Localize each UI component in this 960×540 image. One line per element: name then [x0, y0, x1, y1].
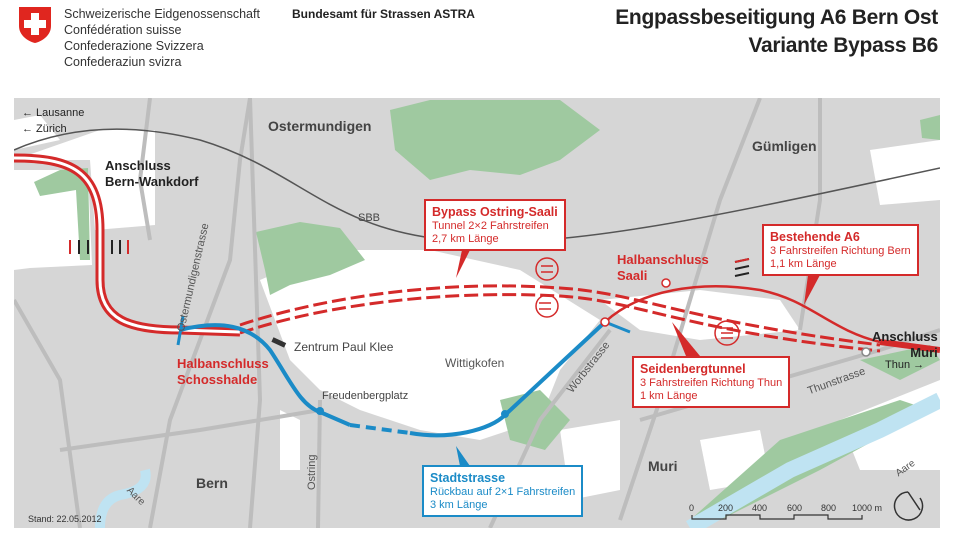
place-wittigkofen: Wittigkofen [445, 356, 505, 370]
place-muri: Muri [648, 458, 678, 474]
junction-schosshalde-line1: Halbanschluss [177, 356, 269, 371]
callout-seidenberg-title: Seidenbergtunnel [640, 362, 746, 376]
node-saali [661, 278, 671, 288]
label-sbb: SBB [358, 212, 381, 224]
street-freudenbergplatz: Freudenbergplatz [322, 390, 409, 402]
title-line-1: Engpassbeseitigung A6 Bern Ost [615, 6, 938, 29]
federation-fr: Confédération suisse [64, 23, 182, 37]
junction-schosshalde: Halbanschluss Schosshalde [177, 356, 269, 388]
callout-stadtstrasse: Stadtstrasse Rückbau auf 2×1 Fahrstreife… [422, 465, 584, 517]
scale-tick-800: 800 [821, 503, 837, 513]
scale-tick-1000: 1000 m [852, 503, 883, 513]
callout-bypass: Bypass Ostring-Saali Tunnel 2×2 Fahrstre… [424, 199, 566, 251]
scale-tick-400: 400 [752, 503, 768, 513]
office-name: Bundesamt für Strassen ASTRA [292, 7, 475, 21]
callout-stadtstrasse-line1: Rückbau auf 2×1 Fahrstreifen [430, 486, 576, 498]
junction-muri-line2: Muri [910, 345, 938, 360]
federation-it: Confederazione Svizzera [64, 39, 204, 53]
node-muri [861, 347, 871, 357]
lane-direction-icons [535, 257, 740, 346]
forest [860, 345, 940, 380]
callout-a6-line1: 3 Fahrstreifen Richtung Bern [770, 245, 911, 257]
sbb-railway [14, 128, 940, 243]
junction-muri-line1: Anschluss [872, 329, 938, 344]
callout-bypass-line2: 2,7 km Länge [432, 233, 499, 245]
junction-muri: Anschluss Muri [872, 329, 938, 361]
title-line-2: Variante Bypass B6 [748, 34, 938, 57]
direction-lausanne: ← Lausanne [22, 107, 85, 119]
forest [390, 100, 600, 180]
street-ostring: Ostring [306, 454, 318, 490]
junction-wankdorf-line2: Bern-Wankdorf [105, 174, 199, 189]
direction-zurich: ← Zürich [22, 123, 67, 135]
callout-a6-title: Bestehende A6 [770, 230, 860, 244]
junction-wankdorf: Anschluss Bern-Wankdorf [105, 158, 198, 190]
callout-stadtstrasse-line2: 3 km Länge [430, 499, 488, 511]
lanes-thunbound-icon [714, 320, 740, 346]
swiss-coat-of-arms-icon [18, 6, 52, 44]
junction-saali-line2: Saali [617, 268, 648, 283]
lanes-eastbound-icon [535, 294, 559, 318]
lane-arrows [69, 240, 750, 277]
map-date: Stand: 22.05.2012 [28, 514, 102, 524]
scale-tick-0: 0 [689, 503, 695, 513]
forest [920, 115, 940, 140]
open-areas [14, 115, 940, 500]
callout-stadtstrasse-title: Stadtstrasse [430, 471, 506, 485]
aare-river [685, 392, 940, 528]
lanes-westbound-icon [535, 257, 559, 281]
north-arrow-icon [893, 491, 924, 521]
callout-bypass-title: Bypass Ostring-Saali [432, 205, 558, 219]
federation-rm: Confederaziun svizra [64, 55, 182, 69]
forest [34, 168, 90, 260]
place-ostermundigen: Ostermundigen [268, 118, 372, 134]
junction-saali-line1: Halbanschluss [617, 252, 709, 267]
federation-de: Schweizerische Eidgenossenschaft [64, 7, 260, 21]
place-bern: Bern [196, 475, 228, 491]
junction-schosshalde-line2: Schosshalde [177, 372, 258, 387]
bypass-callout-pointer [456, 250, 470, 278]
node-worbstrasse [501, 410, 509, 418]
scale-tick-200: 200 [718, 503, 734, 513]
junction-saali: Halbanschluss Saali [617, 252, 709, 284]
landmark-paul-klee: Zentrum Paul Klee [294, 340, 394, 354]
page-title: Engpassbeseitigung A6 Bern Ost Variante … [615, 4, 938, 60]
place-guemligen: Gümligen [752, 138, 817, 154]
node-saali-south [600, 317, 610, 327]
node-freudenbergplatz [316, 407, 324, 415]
aare-river-bern [95, 468, 151, 528]
scale-tick-600: 600 [787, 503, 803, 513]
a6-callout-pointer [804, 275, 820, 305]
callout-seidenberg-line1: 3 Fahrstreifen Richtung Thun [640, 377, 783, 389]
paul-klee-building-icon [271, 337, 287, 348]
forest [256, 222, 365, 295]
direction-thun: Thun → [885, 359, 925, 371]
callout-seidenbergtunnel: Seidenbergtunnel 3 Fahrstreifen Richtung… [632, 356, 791, 408]
junction-wankdorf-line1: Anschluss [105, 158, 171, 173]
callout-a6-line2: 1,1 km Länge [770, 258, 837, 270]
map-canvas [14, 98, 940, 528]
federation-names: Schweizerische Eidgenossenschaft Confédé… [64, 6, 260, 70]
scale-bar [691, 514, 863, 520]
callout-bypass-line1: Tunnel 2×2 Fahrstreifen [432, 220, 549, 232]
stadtstrasse-callout-pointer [456, 446, 470, 466]
seidenberg-callout-pointer [672, 322, 700, 356]
callout-seidenberg-line2: 1 km Länge [640, 390, 698, 402]
callout-bestehende-a6: Bestehende A6 3 Fahrstreifen Richtung Be… [762, 224, 919, 276]
